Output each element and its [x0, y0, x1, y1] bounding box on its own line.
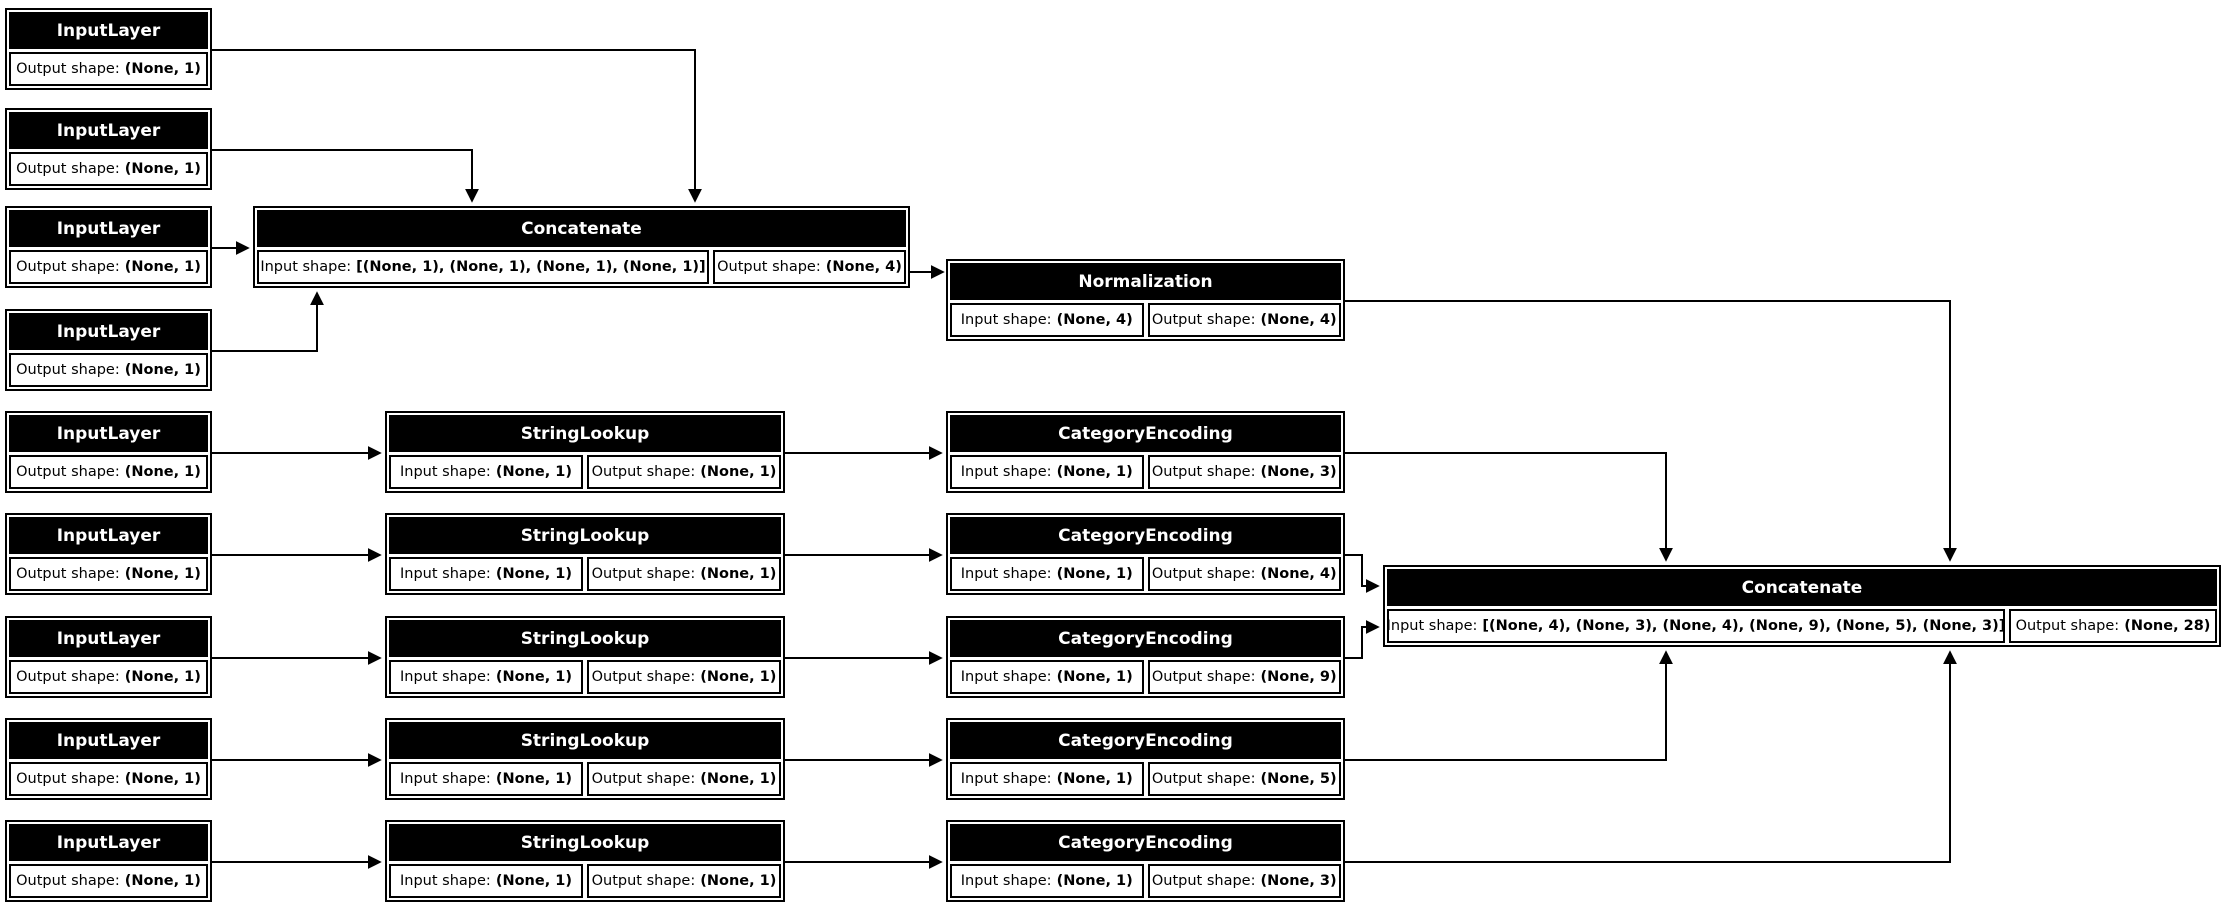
- layer-title: CategoryEncoding: [950, 824, 1341, 861]
- input-shape-cell: Input shape:(None, 1): [950, 557, 1144, 591]
- node-inputlayer-7: InputLayer Output shape:(None, 1): [5, 616, 212, 698]
- output-shape-cell: Output shape:(None, 5): [1147, 762, 1341, 796]
- edge-il1-concat1: [212, 49, 702, 203]
- node-normalization: Normalization Input shape:(None, 4) Outp…: [946, 259, 1345, 341]
- edge-norm-concat2: [1345, 300, 1957, 562]
- node-concatenate-1: Concatenate Input shape:[(None, 1), (Non…: [253, 206, 910, 288]
- input-shape-cell: Input shape:(None, 1): [389, 864, 583, 898]
- node-stringlookup-3: StringLookup Input shape:(None, 1) Outpu…: [385, 616, 785, 698]
- input-shape-cell: Input shape:(None, 1): [950, 864, 1144, 898]
- output-shape-cell: Output shape:(None, 4): [1147, 557, 1341, 591]
- node-inputlayer-4: InputLayer Output shape:(None, 1): [5, 309, 212, 391]
- node-inputlayer-3: InputLayer Output shape:(None, 1): [5, 206, 212, 288]
- input-shape-cell: Input shape:(None, 4): [950, 303, 1144, 337]
- node-inputlayer-8: InputLayer Output shape:(None, 1): [5, 718, 212, 800]
- layer-title: StringLookup: [389, 722, 781, 759]
- layer-title: InputLayer: [9, 313, 208, 350]
- edge-il4-concat1: [212, 291, 324, 352]
- layer-title: Concatenate: [1387, 569, 2217, 606]
- layer-title: Normalization: [950, 263, 1341, 300]
- layer-title: CategoryEncoding: [950, 415, 1341, 452]
- output-shape-cell: Output shape:(None, 1): [587, 660, 781, 694]
- node-categoryencoding-1: CategoryEncoding Input shape:(None, 1) O…: [946, 411, 1345, 493]
- output-shape-cell: Output shape:(None, 1): [9, 52, 208, 86]
- input-shape-cell: Input shape:(None, 1): [950, 762, 1144, 796]
- output-shape-cell: Output shape:(None, 1): [9, 660, 208, 694]
- output-shape-cell: Output shape:(None, 1): [9, 250, 208, 284]
- layer-title: CategoryEncoding: [950, 620, 1341, 657]
- output-shape-cell: Output shape:(None, 9): [1147, 660, 1341, 694]
- output-shape-cell: Output shape:(None, 4): [1147, 303, 1341, 337]
- edge-ce3-concat2: [1345, 620, 1380, 659]
- input-shape-cell: Input shape:(None, 1): [389, 660, 583, 694]
- output-shape-cell: Output shape:(None, 3): [1147, 455, 1341, 489]
- node-inputlayer-6: InputLayer Output shape:(None, 1): [5, 513, 212, 595]
- node-categoryencoding-5: CategoryEncoding Input shape:(None, 1) O…: [946, 820, 1345, 902]
- output-shape-cell: Output shape:(None, 1): [587, 762, 781, 796]
- output-shape-cell: Output shape:(None, 1): [9, 557, 208, 591]
- input-shape-cell: Input shape:(None, 1): [389, 455, 583, 489]
- input-shape-cell: Input shape:(None, 1): [389, 762, 583, 796]
- output-shape-cell: Output shape:(None, 1): [587, 557, 781, 591]
- layer-title: InputLayer: [9, 112, 208, 149]
- node-inputlayer-2: InputLayer Output shape:(None, 1): [5, 108, 212, 190]
- node-concatenate-2: Concatenate Input shape:[(None, 4), (Non…: [1383, 565, 2221, 647]
- edge-il2-concat1: [212, 149, 479, 203]
- output-shape-cell: Output shape:(None, 1): [9, 864, 208, 898]
- layer-title: InputLayer: [9, 620, 208, 657]
- node-stringlookup-5: StringLookup Input shape:(None, 1) Outpu…: [385, 820, 785, 902]
- node-stringlookup-1: StringLookup Input shape:(None, 1) Outpu…: [385, 411, 785, 493]
- edge-ce4-concat2: [1345, 650, 1673, 761]
- node-stringlookup-2: StringLookup Input shape:(None, 1) Outpu…: [385, 513, 785, 595]
- input-shape-cell: Input shape:(None, 1): [389, 557, 583, 591]
- output-shape-cell: Output shape:(None, 3): [1147, 864, 1341, 898]
- output-shape-cell: Output shape:(None, 4): [713, 250, 906, 284]
- layer-title: InputLayer: [9, 415, 208, 452]
- edge-ce5-concat2: [1345, 650, 1957, 863]
- output-shape-cell: Output shape:(None, 1): [9, 762, 208, 796]
- output-shape-cell: Output shape:(None, 1): [9, 455, 208, 489]
- edge-ce2-concat2: [1345, 554, 1380, 593]
- input-shape-cell: Input shape:(None, 1): [950, 660, 1144, 694]
- output-shape-cell: Output shape:(None, 1): [9, 353, 208, 387]
- layer-title: CategoryEncoding: [950, 517, 1341, 554]
- output-shape-cell: Output shape:(None, 1): [587, 864, 781, 898]
- layer-title: StringLookup: [389, 517, 781, 554]
- node-inputlayer-1: InputLayer Output shape:(None, 1): [5, 8, 212, 90]
- layer-title: InputLayer: [9, 12, 208, 49]
- layer-title: InputLayer: [9, 210, 208, 247]
- layer-title: StringLookup: [389, 620, 781, 657]
- layer-title: InputLayer: [9, 824, 208, 861]
- input-shape-cell: Input shape:[(None, 4), (None, 3), (None…: [1387, 609, 2005, 643]
- layer-title: StringLookup: [389, 415, 781, 452]
- layer-title: StringLookup: [389, 824, 781, 861]
- node-inputlayer-9: InputLayer Output shape:(None, 1): [5, 820, 212, 902]
- node-categoryencoding-4: CategoryEncoding Input shape:(None, 1) O…: [946, 718, 1345, 800]
- node-categoryencoding-2: CategoryEncoding Input shape:(None, 1) O…: [946, 513, 1345, 595]
- node-stringlookup-4: StringLookup Input shape:(None, 1) Outpu…: [385, 718, 785, 800]
- output-shape-cell: Output shape:(None, 1): [587, 455, 781, 489]
- input-shape-cell: Input shape:(None, 1): [950, 455, 1144, 489]
- layer-title: Concatenate: [257, 210, 906, 247]
- layer-title: InputLayer: [9, 722, 208, 759]
- node-categoryencoding-3: CategoryEncoding Input shape:(None, 1) O…: [946, 616, 1345, 698]
- input-shape-cell: Input shape:[(None, 1), (None, 1), (None…: [257, 250, 709, 284]
- layer-title: InputLayer: [9, 517, 208, 554]
- edge-ce1-concat2: [1345, 452, 1673, 562]
- layer-title: CategoryEncoding: [950, 722, 1341, 759]
- node-inputlayer-5: InputLayer Output shape:(None, 1): [5, 411, 212, 493]
- output-shape-cell: Output shape:(None, 1): [9, 152, 208, 186]
- output-shape-cell: Output shape:(None, 28): [2009, 609, 2217, 643]
